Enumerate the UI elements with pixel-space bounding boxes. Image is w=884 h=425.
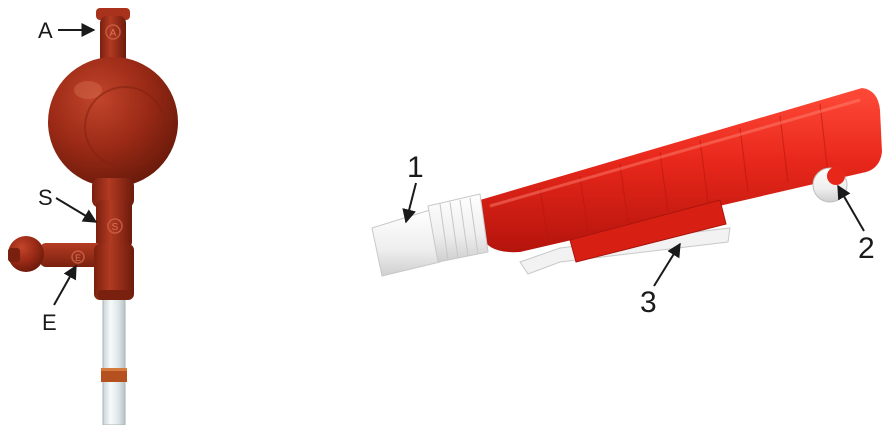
thumbwheel[interactable] bbox=[813, 167, 847, 202]
valve-s-mark: S bbox=[112, 222, 119, 233]
valve-e[interactable]: E bbox=[8, 236, 102, 272]
label-1: 1 bbox=[407, 151, 424, 184]
label-e: E bbox=[42, 310, 57, 335]
label-a: A bbox=[38, 18, 53, 43]
pump-nozzle[interactable] bbox=[372, 194, 488, 276]
label-3-callout: 3 bbox=[640, 244, 680, 319]
valve-s[interactable]: S bbox=[92, 178, 134, 248]
label-e-callout: E bbox=[42, 266, 76, 335]
rubber-bulb[interactable] bbox=[48, 57, 178, 187]
arrow-2 bbox=[838, 186, 864, 231]
pipette-bulb-icon: A S E bbox=[8, 8, 178, 425]
label-1-callout: 1 bbox=[406, 151, 424, 222]
label-2: 2 bbox=[858, 232, 875, 265]
label-s: S bbox=[38, 185, 53, 210]
label-s-callout: S bbox=[38, 185, 96, 222]
valve-a-mark: A bbox=[110, 28, 117, 39]
bulb-collar bbox=[94, 244, 134, 300]
arrow-s bbox=[56, 198, 96, 222]
label-a-callout: A bbox=[38, 18, 94, 43]
label-2-callout: 2 bbox=[838, 186, 875, 265]
glass-pipette-tube bbox=[101, 298, 127, 425]
arrow-e bbox=[54, 266, 76, 305]
label-3: 3 bbox=[640, 286, 657, 319]
pipette-pump-icon bbox=[372, 88, 882, 276]
valve-e-mark: E bbox=[75, 253, 81, 263]
